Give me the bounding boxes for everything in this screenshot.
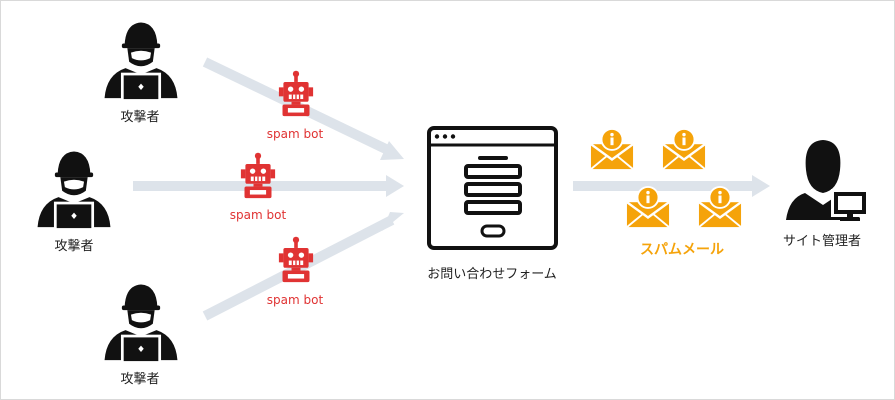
robot-icon [278, 70, 314, 117]
robot-icon [278, 236, 314, 283]
contact-form-icon [427, 126, 558, 250]
mail-icon [697, 185, 743, 229]
admin-label: サイト管理者 [782, 234, 862, 249]
admin-icon [786, 140, 869, 221]
attacker-label: 攻撃者 [54, 239, 94, 254]
mail-icon [661, 127, 707, 171]
attacker-label: 攻撃者 [120, 110, 160, 125]
arrowhead-1 [380, 141, 404, 160]
bot-label: spam bot [266, 127, 324, 141]
attacker-label: 攻撃者 [120, 372, 160, 387]
robot-icon [240, 152, 276, 199]
mail-icon [589, 127, 635, 171]
arrowhead-3 [382, 212, 404, 231]
arrowhead-4 [752, 175, 770, 197]
hacker-icon [37, 151, 111, 229]
bot-label: spam bot [229, 208, 287, 222]
bot-label: spam bot [266, 293, 324, 307]
hacker-icon [104, 22, 178, 100]
spam-label: スパムメール [640, 242, 724, 258]
hacker-icon [104, 284, 178, 362]
arrowhead-2 [386, 175, 404, 197]
form-label: お問い合わせフォーム [427, 267, 557, 282]
mail-icon [625, 185, 671, 229]
